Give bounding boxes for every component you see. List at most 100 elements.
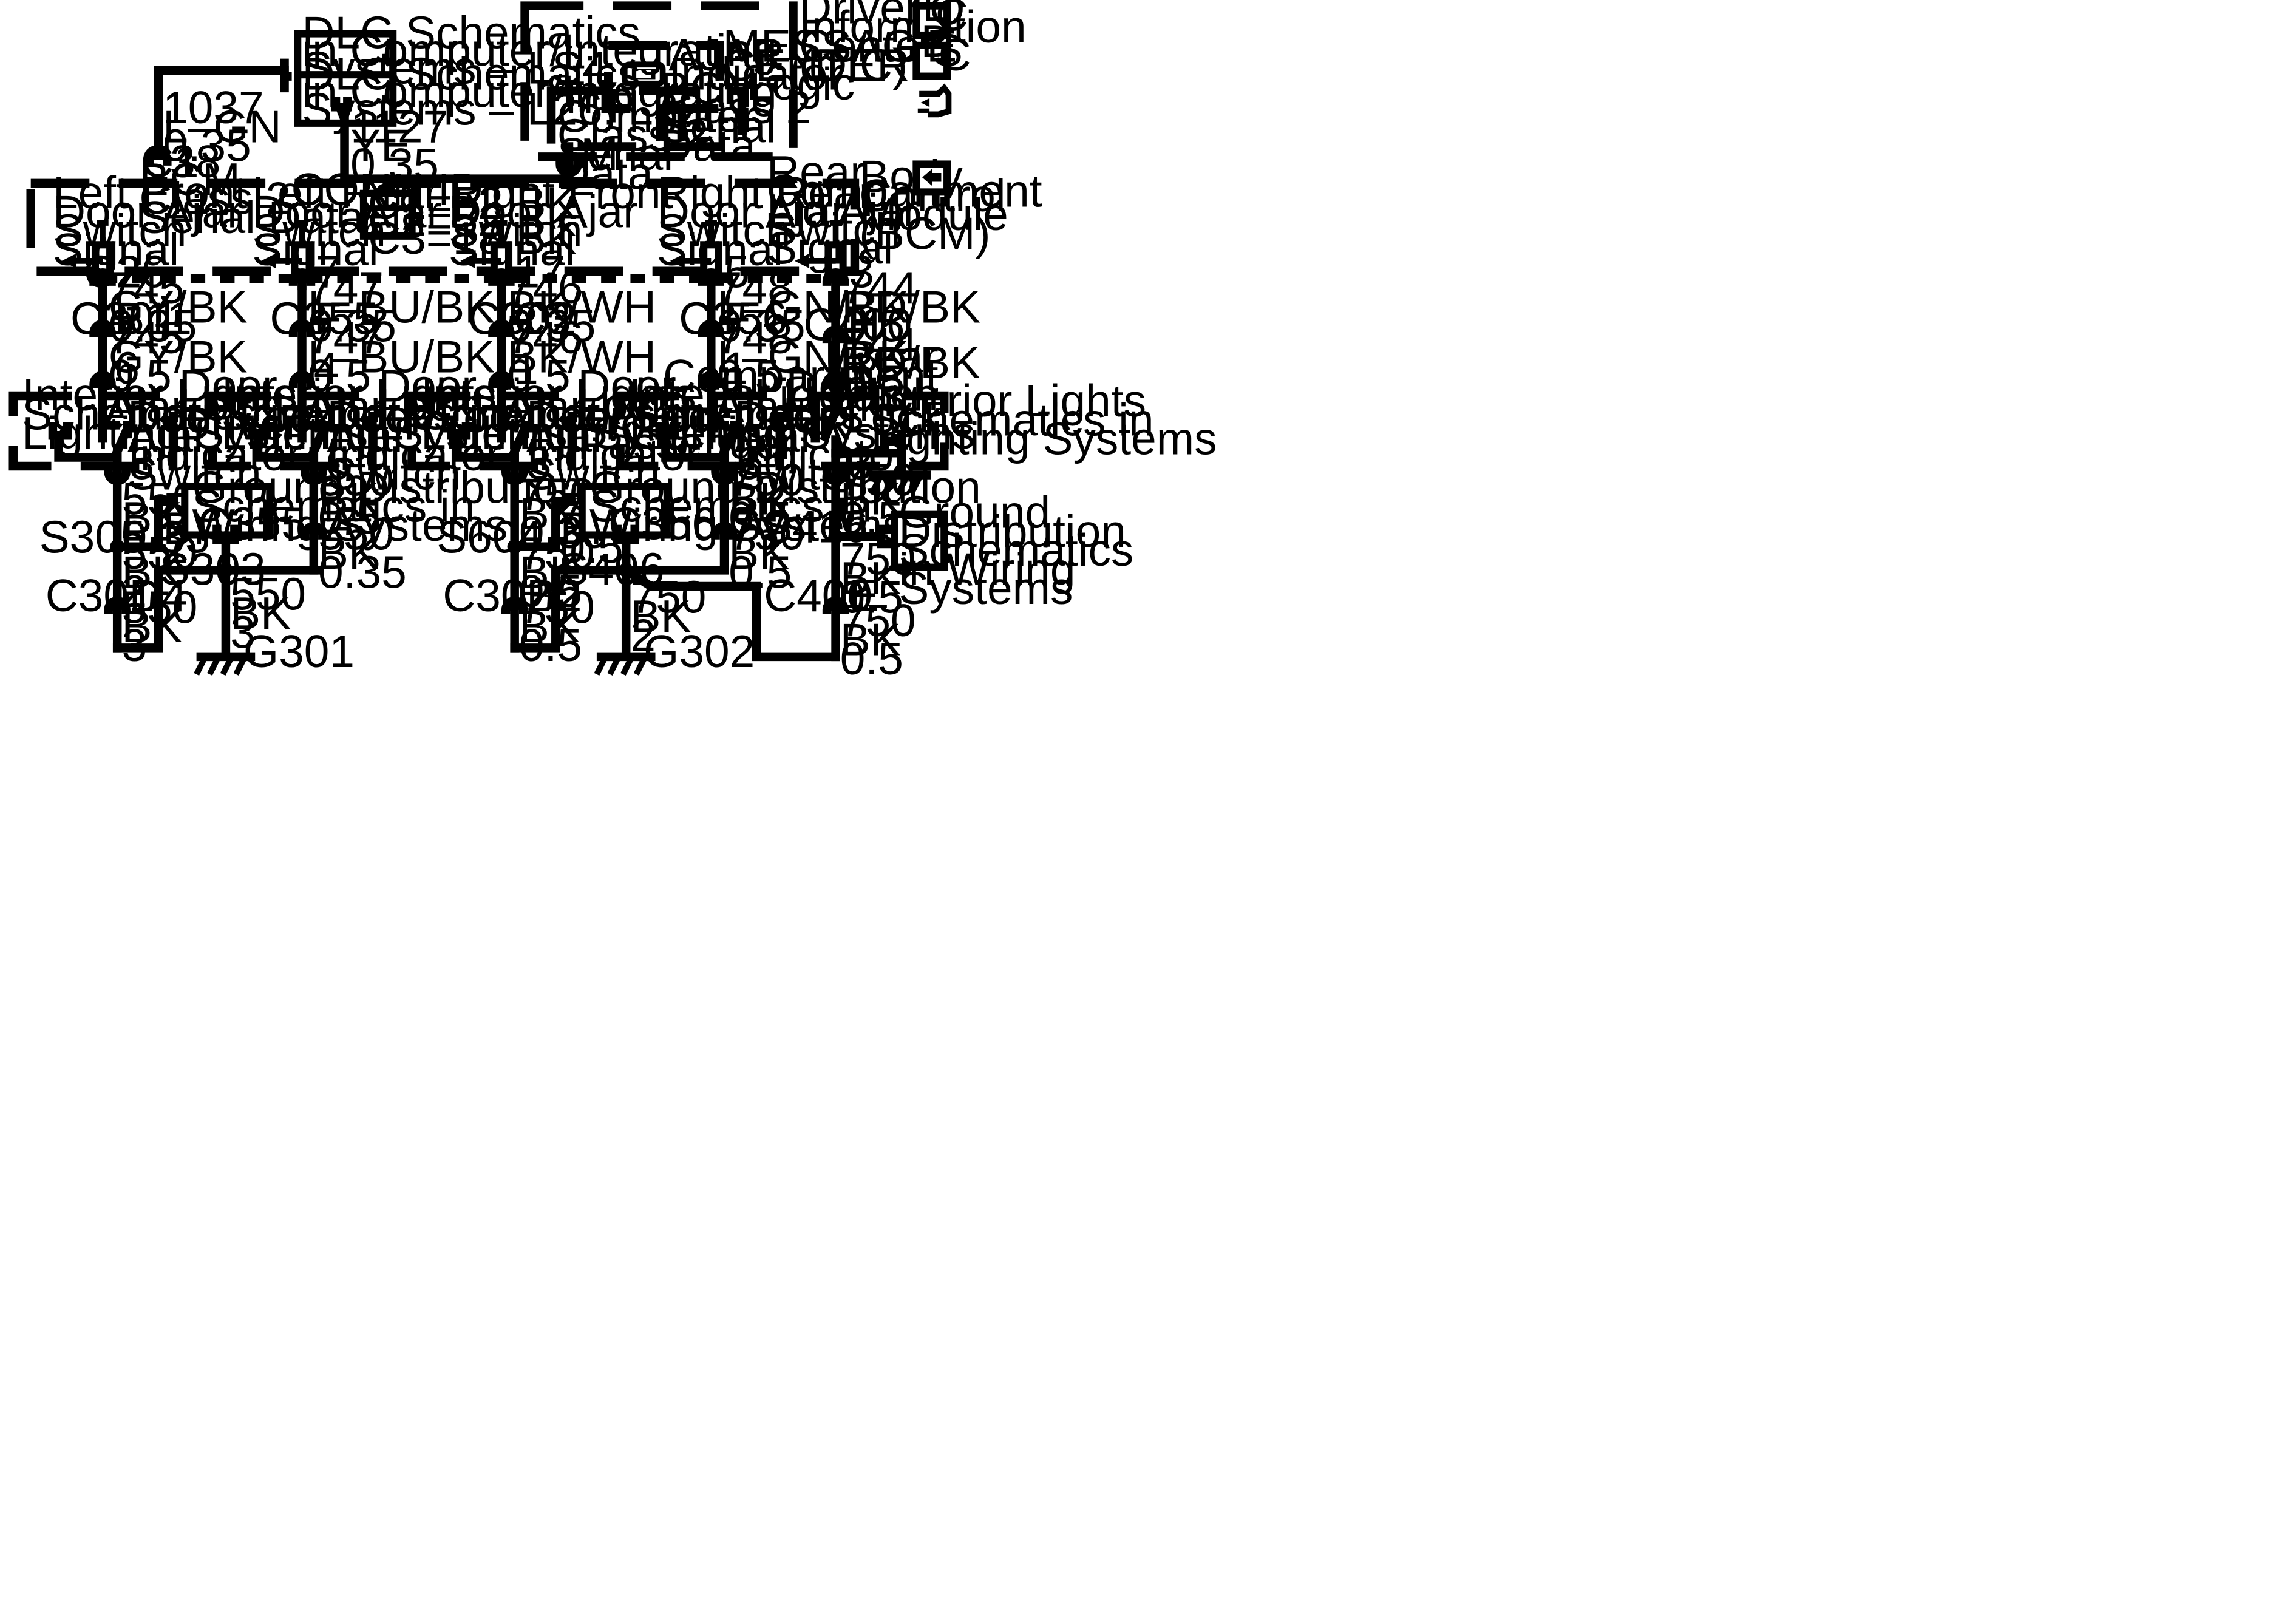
connector-pin: A: [736, 498, 766, 549]
inline-connector-pin: C3: [513, 293, 571, 344]
connector-icon[interactable]: [917, 83, 952, 118]
text-line: Door Ajar: [53, 186, 242, 237]
c2-cavity: [89, 268, 116, 286]
inline-connector-name: C301: [70, 293, 179, 344]
switch-top-pin: 6: [114, 343, 140, 394]
text-line: 3: [230, 606, 256, 657]
c2-cavity: [822, 268, 849, 286]
text-line: BK: [630, 591, 691, 642]
door-lock-module: [208, 391, 377, 471]
text-line: GY/BK: [109, 281, 248, 332]
text-line: 0.35: [318, 546, 407, 597]
signal-arrow-icon: [794, 253, 836, 268]
text-line: Distribution: [898, 506, 1126, 557]
inline-connector-pin: B11: [114, 293, 192, 344]
ground-distribution-box: [181, 483, 274, 539]
back-arrow-icon[interactable]: [912, 160, 951, 196]
text-line: 0.5: [841, 300, 905, 351]
text-line: 0.5: [729, 492, 792, 543]
text-line: Ground: [898, 486, 1050, 537]
inline-connector-name: C302: [467, 293, 576, 344]
text-line: Switch: [449, 205, 582, 256]
text-line: Right Rear: [657, 167, 874, 218]
switch-top-cavity: [698, 371, 725, 388]
text-line: 746: [508, 262, 583, 313]
text-line: Left Front: [53, 167, 248, 218]
text-line: C1=52 BK: [368, 177, 576, 228]
text-line: (BCM): [859, 208, 990, 259]
text-line: Lighting Systems: [222, 407, 568, 458]
text-line: Switch: [252, 205, 385, 256]
text-line: BK: [840, 552, 901, 603]
text-line: BK: [840, 614, 901, 665]
text-line: Compartment: [767, 166, 1042, 217]
text-line: Switch: [657, 205, 790, 256]
loc-button[interactable]: [912, 2, 951, 39]
text-line: C3=18 BK: [368, 212, 576, 263]
text-line: GY/BK: [109, 331, 248, 382]
text-line: Lock –: [786, 379, 920, 430]
text-line: 0.35: [163, 120, 251, 171]
switch-top-pin: 1: [847, 343, 873, 394]
switch-top-cavity: [488, 371, 515, 388]
inline-connector-name: C400: [803, 299, 912, 350]
text-line: 745: [109, 262, 185, 313]
text-line: Schematics in: [589, 481, 872, 532]
door-lock-module: [407, 391, 577, 471]
text-line: Wiring Systems: [192, 500, 508, 551]
desc-button[interactable]: [912, 41, 951, 80]
text-line: BK: [729, 527, 789, 578]
text-line: 746: [508, 312, 583, 363]
text-line: 750: [729, 509, 804, 560]
door-lock-module: [8, 391, 178, 471]
ajar-lamp-icon: [621, 61, 666, 87]
text-line: 1127: [350, 101, 448, 152]
signal-arrow-icon: [460, 253, 501, 268]
text-line: 1037: [163, 82, 264, 133]
connector-label: C302: [443, 570, 551, 621]
text-line: 0.5: [840, 571, 903, 622]
text-line: Door Ajar: [252, 186, 441, 237]
c2-pin-label: 3: [849, 246, 874, 297]
text-line: BCM: [660, 63, 761, 114]
c301-d4: [104, 596, 131, 614]
loc-letter: C: [936, 0, 968, 41]
text-line: Door: [378, 361, 477, 412]
text-line: RD/BK: [841, 337, 980, 388]
text-line: BK/WH: [508, 281, 656, 332]
ground-label: G301: [243, 626, 355, 677]
c302-b2: [501, 596, 528, 614]
text-line: Compartment: [663, 350, 939, 401]
door-lock-module: [616, 391, 785, 471]
text-line: 747: [308, 262, 384, 313]
loc-letter: L: [922, 0, 948, 30]
text-line: Lid Ajar: [767, 185, 919, 236]
text-line: Module: [859, 189, 1008, 240]
switch-common: [453, 431, 519, 462]
text-line: 0.5: [318, 492, 381, 543]
c2-pin-label: 5: [724, 246, 750, 297]
text-line: Right Front: [449, 167, 673, 218]
inline-connector-pin: H: [847, 299, 880, 350]
ground-wire-550: [112, 497, 178, 552]
